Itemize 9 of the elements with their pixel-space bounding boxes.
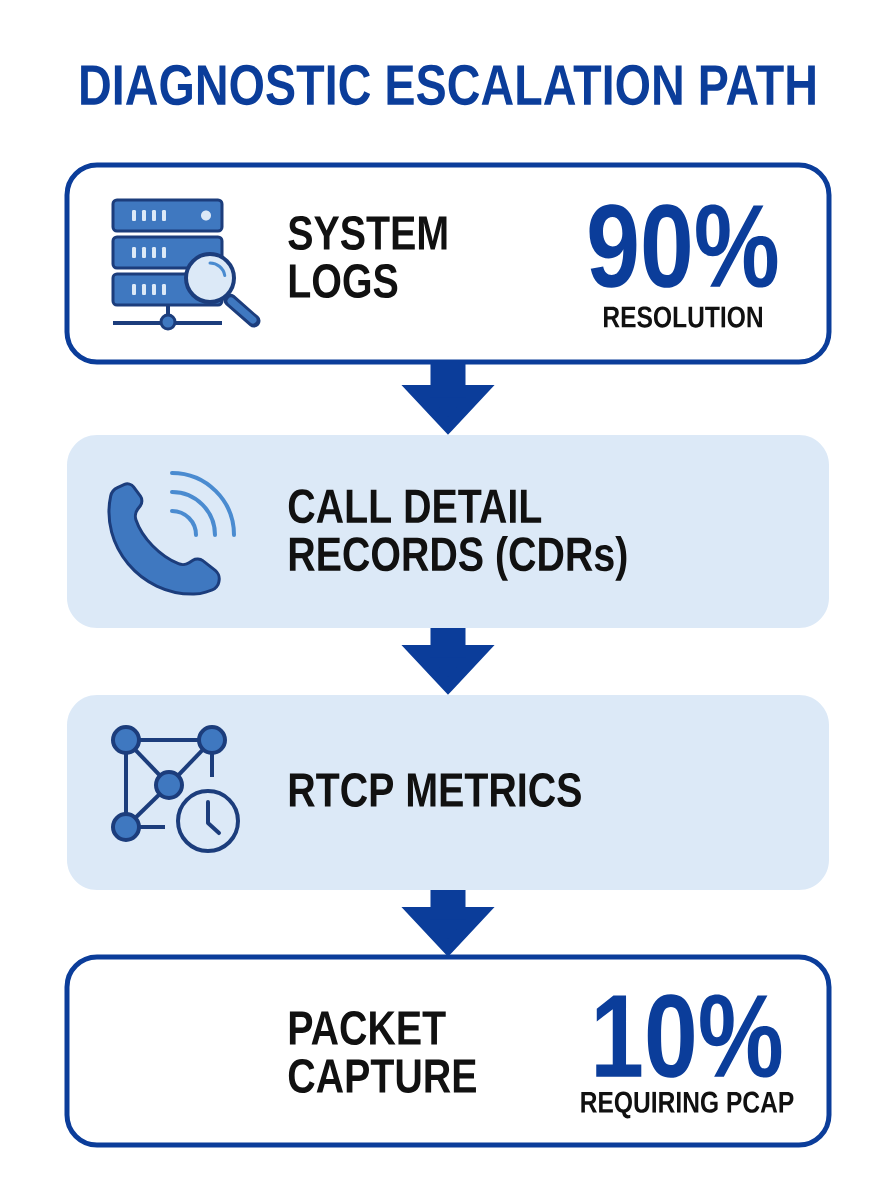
percentage: 10% xyxy=(596,994,782,1078)
step-label: SYSTEM LOGS xyxy=(288,216,447,298)
step-label: CALL DETAIL RECORDS (CDRs) xyxy=(288,489,627,581)
step-label: PACKET CAPTURE xyxy=(288,1011,476,1093)
stat-caption: RESOLUTION xyxy=(604,306,762,328)
title: DIAGNOSTIC ESCALATION PATH xyxy=(81,64,815,106)
step-label: RTCP METRICS xyxy=(289,773,581,807)
stat-caption: REQUIRING PCAP xyxy=(581,1091,794,1119)
percentage: 90% xyxy=(589,204,778,288)
